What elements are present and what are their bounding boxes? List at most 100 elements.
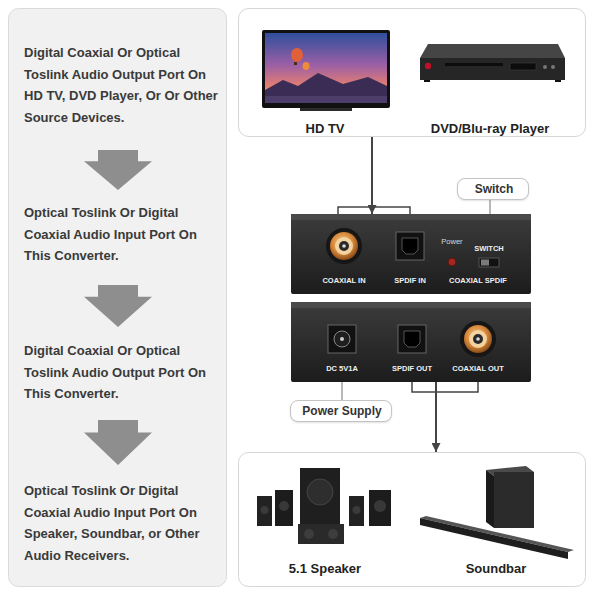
sub-side xyxy=(486,470,494,528)
step-text: Digital Coaxial Or Optical Toslink Audio… xyxy=(24,340,218,405)
converter-back xyxy=(291,302,531,382)
jack-inner xyxy=(335,237,353,255)
speaker-cone xyxy=(304,529,314,539)
speaker xyxy=(257,496,272,526)
tv-stand xyxy=(300,108,352,111)
port-label: SPDIF OUT xyxy=(382,364,442,373)
dvd-front xyxy=(420,58,565,80)
tv-mountains xyxy=(265,73,387,103)
speaker xyxy=(349,496,364,526)
speaker-cone xyxy=(353,506,361,514)
device-caption: DVD/Blu-ray Player xyxy=(420,121,560,136)
flow-arrow xyxy=(84,285,152,327)
tv-screen xyxy=(265,33,387,103)
callout-text: Power Supply xyxy=(291,400,393,422)
steps-panel xyxy=(9,9,227,587)
woofer-cone xyxy=(307,479,333,505)
switch-knob xyxy=(481,260,489,266)
soundbar-top xyxy=(420,516,574,552)
dvd-foot xyxy=(555,80,561,82)
audio-receivers-box: 5.1 Speaker Soundbar xyxy=(238,452,586,587)
dvd-top xyxy=(420,44,565,58)
jack-pin xyxy=(476,337,480,341)
jack-inner xyxy=(469,330,487,348)
speaker-cone xyxy=(261,506,269,514)
port-label: SWITCH xyxy=(474,244,504,253)
port-label: COAXIAL SPDIF xyxy=(443,276,513,285)
power-led xyxy=(448,258,456,266)
device-caption: Soundbar xyxy=(441,561,551,576)
converter-output-side: DC 5V1A SPDIF OUTCOAXIAL OUT xyxy=(291,302,531,382)
speaker-cone xyxy=(328,529,338,539)
step-text: Digital Coaxial Or Optical Toslink Audio… xyxy=(24,42,218,128)
step-text: Optical Toslink Or Digital Coaxial Audio… xyxy=(24,202,218,267)
dvd-logo xyxy=(425,63,431,69)
tv-illustration xyxy=(262,30,390,111)
subwoofer xyxy=(300,468,340,526)
soundbar-illustration xyxy=(420,466,574,559)
coaxial-jack xyxy=(326,228,362,264)
jack-pin xyxy=(342,244,346,248)
callout-label: Power Supply xyxy=(290,400,392,422)
output-bracket xyxy=(412,382,478,392)
leader-line xyxy=(489,200,490,214)
speaker-cone xyxy=(374,500,386,512)
converter-input-side: COAXIAL IN SPDIF IN PowerSWITCH COAXIAL SPD… xyxy=(291,214,531,294)
dvd-display xyxy=(510,63,536,70)
jack-housing xyxy=(326,228,362,264)
dc-pin xyxy=(340,337,344,341)
converter-front xyxy=(291,214,531,294)
port-label: COAXIAL OUT xyxy=(443,364,513,373)
step-box: Optical Toslink Or Digital Coaxial Audio… xyxy=(22,465,218,570)
switch-slider xyxy=(479,258,499,267)
source-devices-box: HD TV DVD/Blu-ray Player xyxy=(238,8,586,137)
port-label: COAXIAL IN xyxy=(314,276,374,285)
port-opening xyxy=(404,331,420,347)
input-bracket xyxy=(338,207,410,214)
speaker-set-illustration xyxy=(257,468,391,544)
disc-slot xyxy=(445,63,503,66)
device-caption: HD TV xyxy=(270,121,380,136)
center-speaker xyxy=(298,524,344,544)
jack-ring xyxy=(464,325,492,353)
source-panel xyxy=(239,9,586,137)
balloon xyxy=(303,62,310,70)
soundbar xyxy=(420,518,568,559)
port-label: SPDIF IN xyxy=(380,276,440,285)
step-box: Digital Coaxial Or Optical Toslink Audio… xyxy=(22,327,218,420)
callout-text: Switch xyxy=(458,178,530,200)
balloon xyxy=(291,48,303,62)
converter-edge xyxy=(291,214,531,220)
leader-line xyxy=(341,382,342,400)
coaxial-jack xyxy=(460,321,496,357)
dc-jack xyxy=(328,325,356,353)
jack-ring xyxy=(330,232,358,260)
optical-port xyxy=(396,232,424,260)
step-box: Optical Toslink Or Digital Coaxial Audio… xyxy=(22,190,218,285)
step-box: Digital Coaxial Or Optical Toslink Audio… xyxy=(22,40,218,150)
port-label: Power xyxy=(437,237,467,246)
step-text: Optical Toslink Or Digital Coaxial Audio… xyxy=(24,480,218,566)
switch-track xyxy=(479,258,499,267)
jack-housing xyxy=(460,321,496,357)
port-label: DC 5V1A xyxy=(312,364,372,373)
dvd-illustration xyxy=(420,44,565,82)
speaker xyxy=(369,490,391,526)
converter-edge xyxy=(291,302,531,308)
optical-port xyxy=(398,325,426,353)
soundbar-subwoofer xyxy=(494,472,534,528)
port-frame xyxy=(398,325,426,353)
flow-arrow xyxy=(84,150,152,190)
signal-arrow xyxy=(435,382,437,452)
port-opening xyxy=(402,238,418,254)
speaker xyxy=(275,490,293,526)
dvd-button xyxy=(551,65,555,69)
output-panel xyxy=(239,453,586,587)
flow-arrow xyxy=(84,420,152,465)
dc-frame xyxy=(328,325,356,353)
dvd-button xyxy=(543,65,547,69)
device-caption: 5.1 Speaker xyxy=(270,561,380,576)
balloon-basket xyxy=(294,62,297,65)
dc-socket xyxy=(334,331,350,347)
